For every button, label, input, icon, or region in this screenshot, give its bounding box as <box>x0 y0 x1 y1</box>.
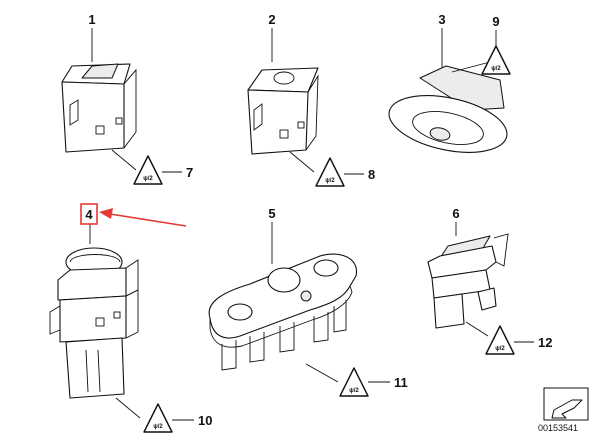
triangle-label: ψ/2 <box>491 66 501 72</box>
reference-number: 00153541 <box>538 423 579 433</box>
part-4-switch <box>49 224 141 419</box>
callout-5: 5 <box>268 206 275 221</box>
warning-triangle-10: ψ/2 <box>143 403 194 433</box>
callout-11: 11 <box>394 375 408 390</box>
callout-2: 2 <box>268 12 275 27</box>
callout-7: 7 <box>186 165 193 180</box>
warning-triangle-12: ψ/2 <box>485 325 534 355</box>
warning-triangle-11: ψ/2 <box>339 367 390 397</box>
callout-10: 10 <box>198 413 212 428</box>
highlight-arrow <box>109 213 187 227</box>
part-2-switch <box>247 28 319 173</box>
part-3-cover <box>388 28 508 153</box>
highlight-box <box>80 203 98 225</box>
triangle-label: ψ/2 <box>349 388 359 394</box>
bent-arrow-icon <box>551 399 583 419</box>
triangle-label: ψ/2 <box>143 176 153 182</box>
callout-4: 4 <box>85 207 93 222</box>
part-6-clip <box>427 222 509 337</box>
callout-3: 3 <box>438 12 445 27</box>
part-5-switch-block <box>208 222 357 383</box>
callout-12: 12 <box>538 335 552 350</box>
callout-9: 9 <box>492 14 499 29</box>
callout-1: 1 <box>88 12 95 27</box>
triangle-label: ψ/2 <box>153 424 163 430</box>
part-1-switch <box>61 28 137 171</box>
triangle-label: ψ/2 <box>325 178 335 184</box>
warning-triangle-7: ψ/2 <box>133 155 182 185</box>
callout-8: 8 <box>368 167 375 182</box>
triangle-label: ψ/2 <box>495 346 505 352</box>
reference-box <box>543 387 589 421</box>
arrow-head-icon <box>99 208 113 219</box>
highlight-callout <box>80 203 187 227</box>
warning-triangle-9: ψ/2 <box>481 30 511 75</box>
callout-6: 6 <box>452 206 459 221</box>
warning-triangle-8: ψ/2 <box>315 157 364 187</box>
